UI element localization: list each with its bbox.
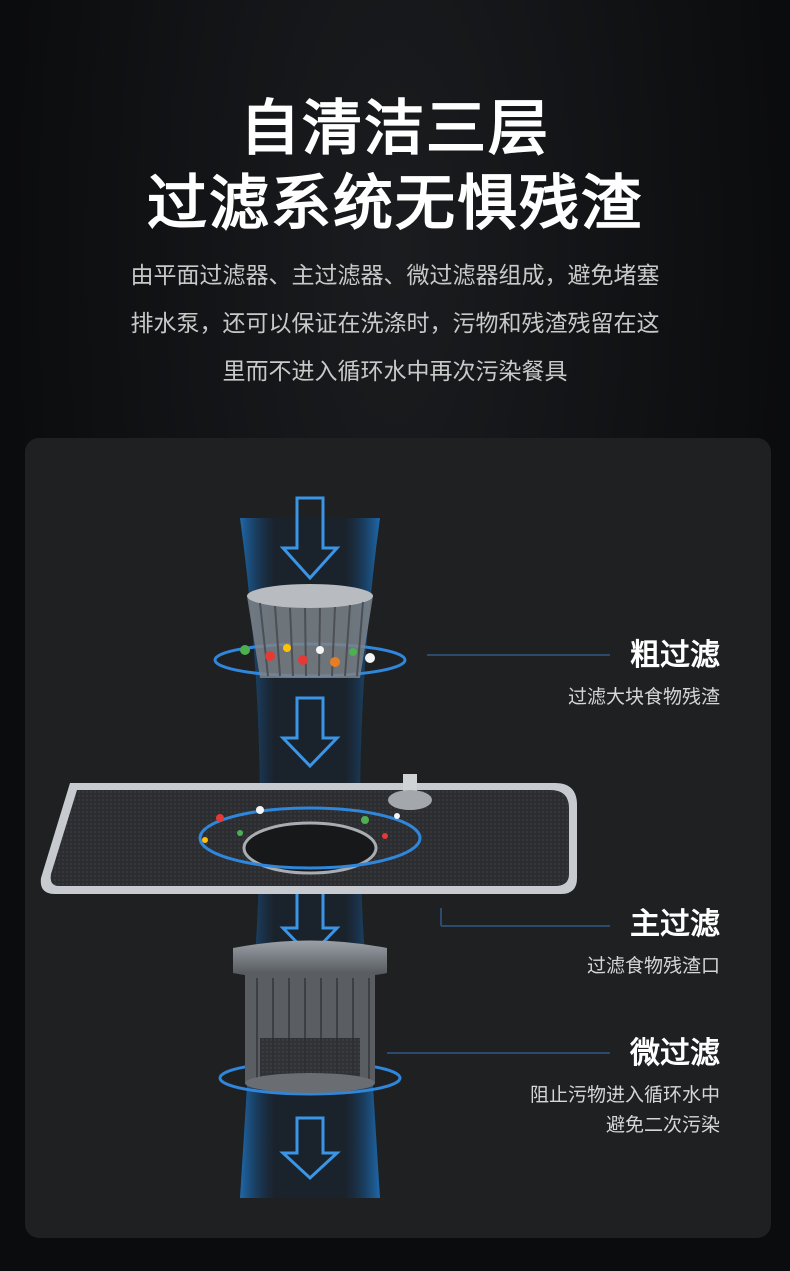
main-filter-title: 主过滤 bbox=[630, 907, 720, 942]
down-arrow-icon bbox=[279, 496, 341, 581]
coarse-filter-label: 粗过滤 过滤大块食物残渣 bbox=[568, 636, 720, 712]
down-arrow-icon bbox=[279, 696, 341, 769]
micro-filter-desc-1: 阻止污物进入循环水中 bbox=[529, 1084, 720, 1106]
filter-illustration bbox=[40, 496, 610, 1198]
micro-filter-label: 微过滤 阻止污物进入循环水中 避免二次污染 bbox=[530, 1034, 720, 1140]
micro-filter-desc-2: 避免二次污染 bbox=[605, 1114, 720, 1136]
coarse-filter-title: 粗过滤 bbox=[630, 638, 720, 673]
coarse-filter-desc: 过滤大块食物残渣 bbox=[567, 686, 720, 708]
down-arrow-icon bbox=[279, 1116, 341, 1181]
headline-line-1: 自清洁三层 bbox=[240, 94, 550, 164]
description-line-1: 由平面过滤器、主过滤器、微过滤器组成，避免堵塞 bbox=[130, 263, 660, 289]
main-filter-desc: 过滤食物残渣口 bbox=[586, 955, 720, 977]
micro-filter-title: 微过滤 bbox=[630, 1036, 720, 1071]
coarse-filter-basket bbox=[213, 584, 407, 678]
description: 由平面过滤器、主过滤器、微过滤器组成，避免堵塞 排水泵，还可以保证在洗涤时，污物… bbox=[60, 252, 730, 396]
headline-line-2: 过滤系统无惧残渣 bbox=[147, 169, 643, 239]
micro-filter-cylinder bbox=[218, 940, 402, 1096]
main-filter-label: 主过滤 过滤食物残渣口 bbox=[587, 905, 720, 981]
description-line-3: 里而不进入循环水中再次污染餐具 bbox=[222, 359, 568, 385]
flat-filter-plate bbox=[40, 774, 578, 894]
description-line-2: 排水泵，还可以保证在洗涤时，污物和残渣残留在这 bbox=[130, 311, 660, 337]
